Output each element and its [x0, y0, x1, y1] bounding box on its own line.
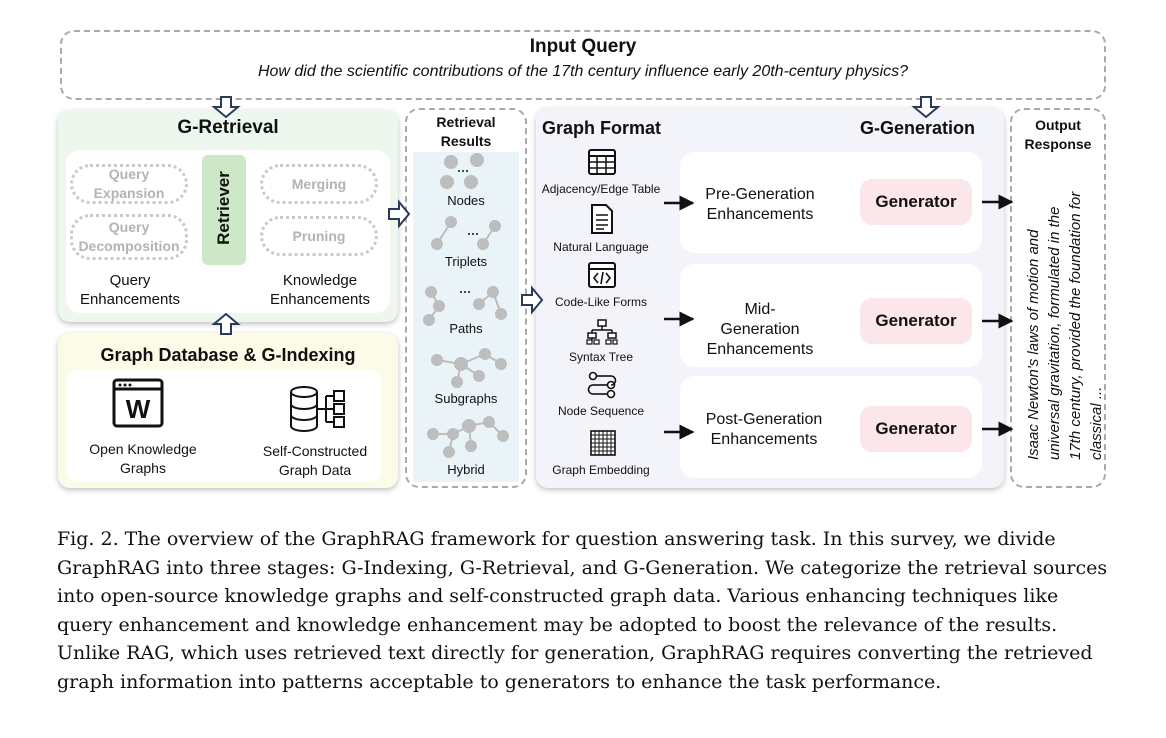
arrow-db-to-retrieval [211, 312, 241, 335]
svg-text:W: W [126, 394, 151, 424]
pre-generation-label: Pre-Generation Enhancements [705, 186, 815, 223]
figure-caption: Fig. 2. The overview of the GraphRAG fra… [57, 528, 1108, 693]
result-subgraphs: Subgraphs [434, 391, 498, 406]
open-kg-label: Open Knowledge Graphs [89, 441, 197, 476]
result-nodes: Nodes [447, 193, 485, 208]
result-hybrid: Hybrid [447, 462, 485, 477]
arrow-retrieval-to-results [388, 199, 411, 229]
self-constructed-label: Self-Constructed Graph Data [262, 443, 368, 478]
g-retrieval-title: G-Retrieval [177, 117, 279, 138]
retrieval-results-title: Retrieval Results [436, 114, 496, 149]
graph-db-title: Graph Database & G-Indexing [100, 345, 356, 365]
table-icon [588, 149, 616, 175]
pruning-pill: Pruning [260, 216, 378, 256]
arrow-query-to-generation [911, 96, 941, 119]
mid-generator-box: Generator [860, 298, 972, 344]
mid-generation-label: Mid-Generation Enhancements [706, 301, 814, 358]
g-generation-title: G-Generation [860, 118, 976, 138]
merging-pill: Merging [260, 164, 378, 204]
format-code-like: Code-Like Forms [554, 295, 648, 309]
document-icon [591, 204, 613, 234]
format-syntax-tree: Syntax Tree [568, 350, 634, 364]
post-generation-label: Post-Generation Enhancements [705, 411, 823, 448]
embedding-grid-icon [590, 430, 616, 456]
node-sequence-icon [587, 371, 617, 399]
code-icon [588, 262, 616, 288]
query-decomposition-pill: Query Decomposition [70, 214, 188, 260]
format-graph-embedding: Graph Embedding [552, 463, 650, 477]
query-enhancements-label: Query Enhancements [79, 272, 181, 308]
input-query-question: How did the scientific contributions of … [257, 63, 909, 80]
knowledge-enhancements-label: Knowledge Enhancements [269, 272, 371, 308]
result-triplets: Triplets [444, 254, 488, 269]
arrow-results-to-generation [521, 285, 544, 315]
format-adjacency: Adjacency/Edge Table [541, 182, 661, 196]
pre-generator-box: Generator [860, 179, 972, 225]
result-paths: Paths [449, 321, 483, 336]
query-expansion-pill: Query Expansion [70, 164, 188, 204]
syntax-tree-icon [586, 319, 618, 345]
input-query-box [60, 30, 1106, 100]
post-generator-box: Generator [860, 406, 972, 452]
wiki-browser-icon: W [112, 378, 164, 428]
output-response-title: Output Response [1024, 117, 1092, 152]
format-node-sequence: Node Sequence [557, 404, 645, 418]
retriever-box [202, 155, 246, 265]
output-response-box [1010, 108, 1106, 488]
input-query-title: Input Query [529, 36, 637, 57]
arrow-query-to-retrieval [211, 96, 241, 119]
format-natural-language: Natural Language [553, 240, 649, 254]
database-icon [290, 386, 345, 432]
retrieval-results-glyphs [423, 153, 509, 458]
graph-format-title: Graph Format [542, 118, 662, 138]
